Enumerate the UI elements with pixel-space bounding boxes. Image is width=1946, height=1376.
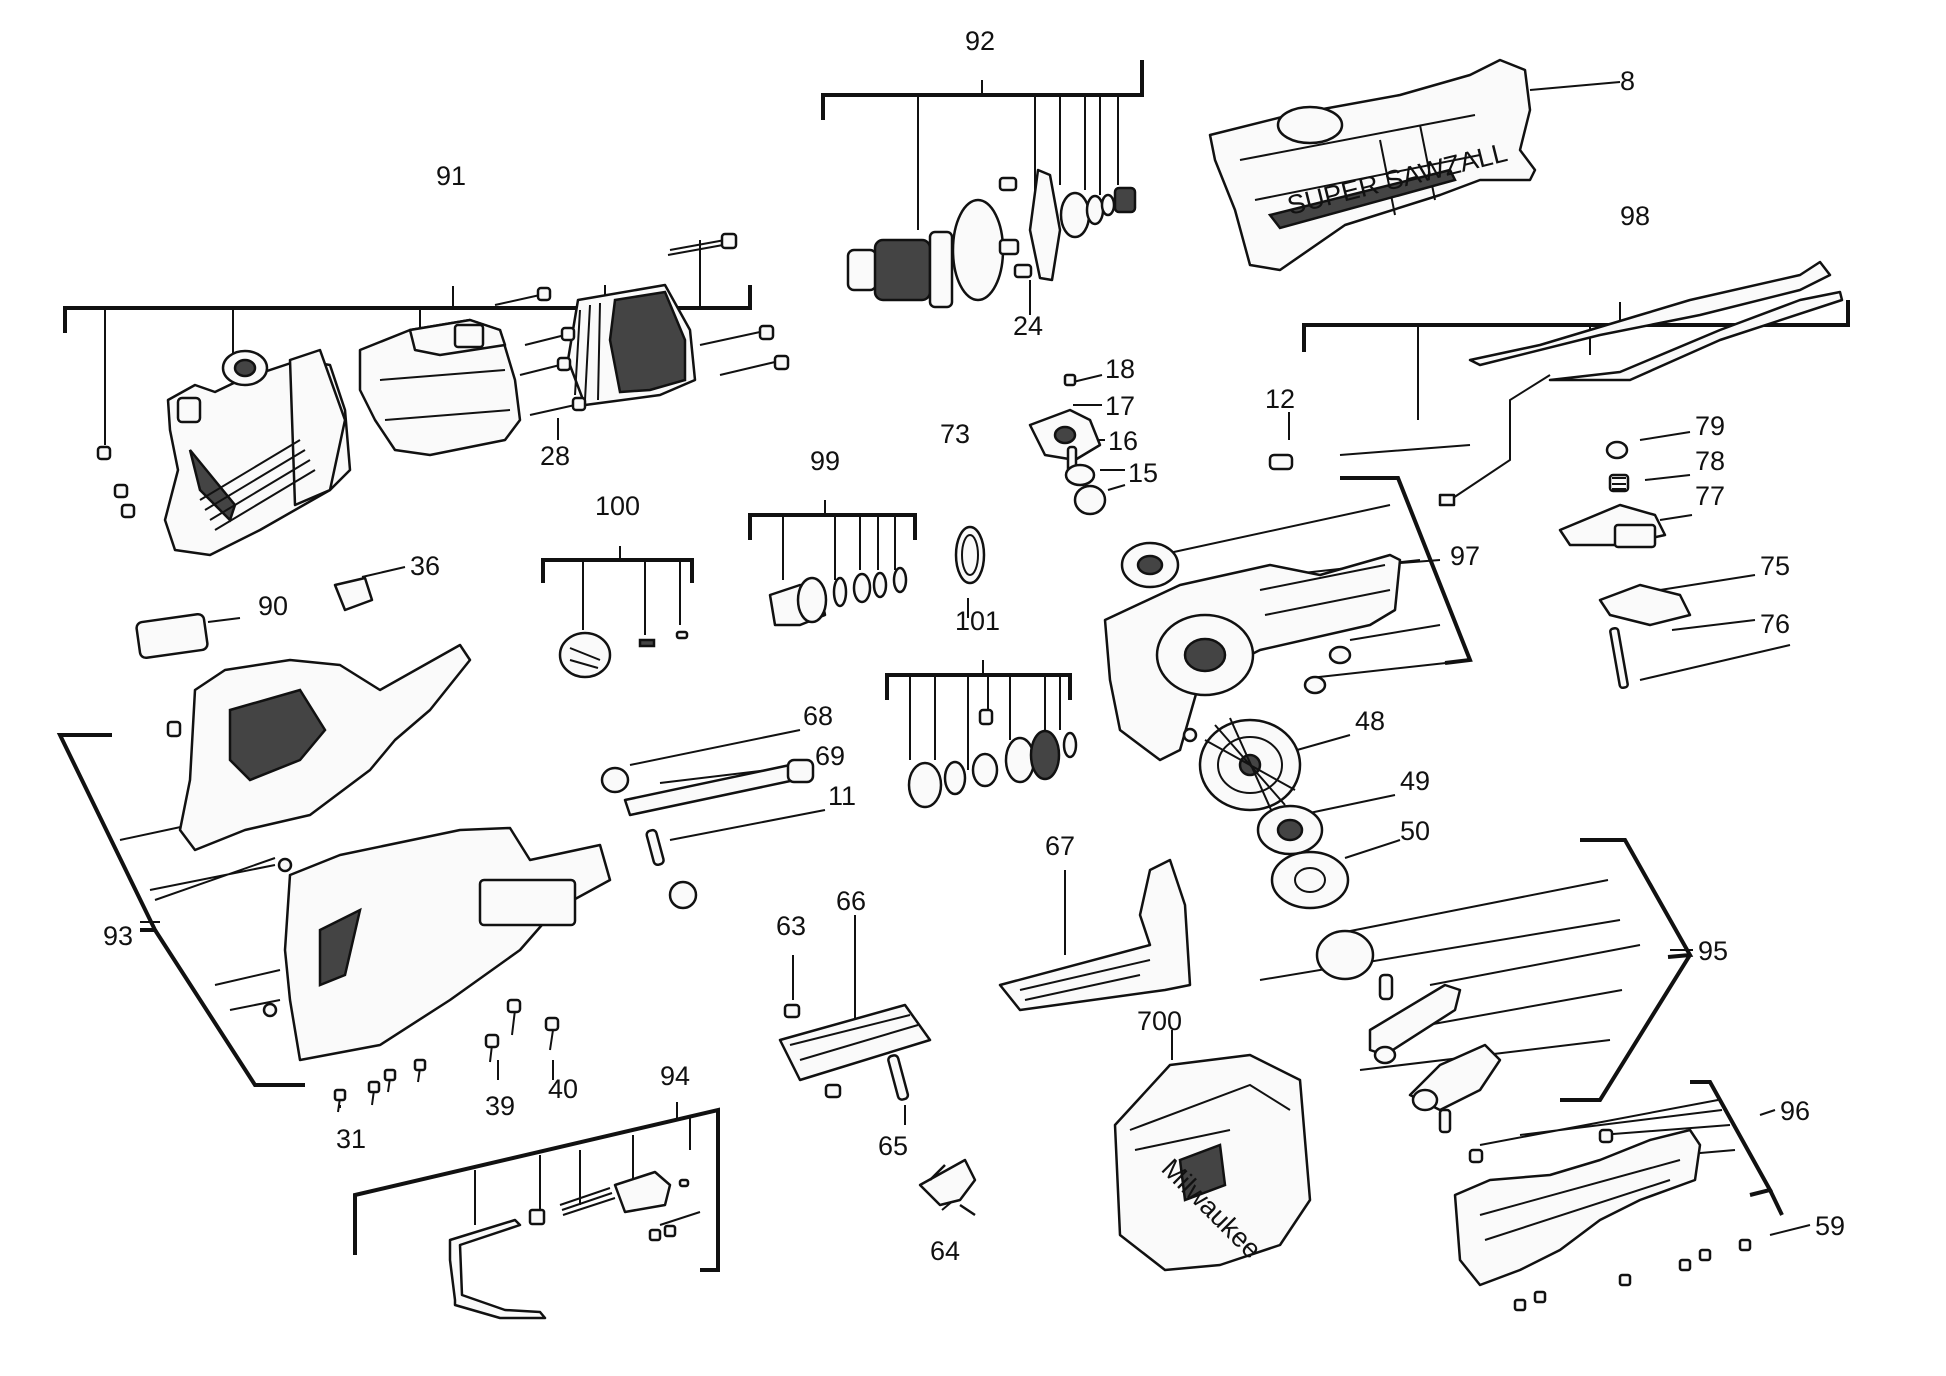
gearbox-housing (1103, 541, 1402, 762)
motor-stator (566, 283, 697, 407)
motor-housing-screws (96, 232, 790, 519)
callout-labels: 92 91 8 98 24 18 17 28 12 16 79 99 73 15… (103, 26, 1845, 1266)
callout-77: 77 (1695, 481, 1725, 511)
callout-78: 78 (1695, 446, 1725, 476)
callout-36: 36 (410, 551, 440, 581)
callout-95: 95 (1698, 936, 1728, 966)
counterbalance-parts (1315, 929, 1502, 1134)
callout-31: 31 (336, 1124, 366, 1154)
handle-screws (333, 998, 560, 1113)
callout-98: 98 (1620, 201, 1650, 231)
adjustable-shoe (998, 858, 1192, 1012)
callout-700: 700 (1137, 1006, 1182, 1036)
lock-clip-36 (333, 576, 374, 612)
rail-guide-wire-assembly (1339, 260, 1844, 507)
callout-68: 68 (803, 701, 833, 731)
plunger-shaft-parts (600, 758, 815, 910)
belt-hook-assembly (448, 1170, 690, 1320)
cam-cap-parts (558, 630, 689, 679)
gear-and-washers (1198, 717, 1350, 910)
upper-right-small-parts (1558, 440, 1692, 690)
callout-24: 24 (1013, 311, 1043, 341)
callout-75: 75 (1760, 551, 1790, 581)
bracket-group-lines (56, 60, 1850, 1272)
callout-66: 66 (836, 886, 866, 916)
callout-101: 101 (955, 606, 1000, 636)
callout-79: 79 (1695, 411, 1725, 441)
callout-40: 40 (548, 1074, 578, 1104)
bearing-plate-parts (1028, 373, 1107, 516)
callout-97: 97 (1450, 541, 1480, 571)
callout-12: 12 (1265, 384, 1295, 414)
motor-housing (358, 318, 522, 457)
callout-76: 76 (1760, 609, 1790, 639)
callout-67: 67 (1045, 831, 1075, 861)
callout-50: 50 (1400, 816, 1430, 846)
callout-94: 94 (660, 1061, 690, 1091)
handle-housing-halves (166, 643, 612, 1062)
callout-49: 49 (1400, 766, 1430, 796)
callout-16: 16 (1108, 426, 1138, 456)
callout-92: 92 (965, 26, 995, 56)
callout-64: 64 (930, 1236, 960, 1266)
callout-63: 63 (776, 911, 806, 941)
lower-gear-housing (1453, 1128, 1752, 1312)
callout-99: 99 (810, 446, 840, 476)
callout-15: 15 (1128, 458, 1158, 488)
callout-96: 96 (1780, 1096, 1810, 1126)
spindle-bushing-parts (768, 525, 986, 627)
callout-93: 93 (103, 921, 133, 951)
callout-59: 59 (1815, 1211, 1845, 1241)
callout-48: 48 (1355, 706, 1385, 736)
bearing-needle-parts (907, 708, 1078, 809)
shoe-lock-parts (778, 1003, 977, 1217)
carry-case: Milwaukee (1113, 1053, 1312, 1272)
callout-73: 73 (940, 419, 970, 449)
callout-8: 8 (1620, 66, 1635, 96)
pin-12 (1268, 453, 1294, 471)
callout-65: 65 (878, 1131, 908, 1161)
callout-18: 18 (1105, 354, 1135, 384)
callout-28: 28 (540, 441, 570, 471)
callout-39: 39 (485, 1091, 515, 1121)
callout-90: 90 (258, 591, 288, 621)
armature-rotor (846, 168, 1137, 309)
callout-69: 69 (815, 741, 845, 771)
callout-17: 17 (1105, 391, 1135, 421)
front-nose-housing: SUPER SAWZALL (1208, 58, 1537, 272)
callout-91: 91 (436, 161, 466, 191)
callout-100: 100 (595, 491, 640, 521)
label-plate-90 (135, 612, 209, 660)
callout-11: 11 (828, 781, 856, 811)
switch-electronics-assembly (163, 348, 352, 557)
